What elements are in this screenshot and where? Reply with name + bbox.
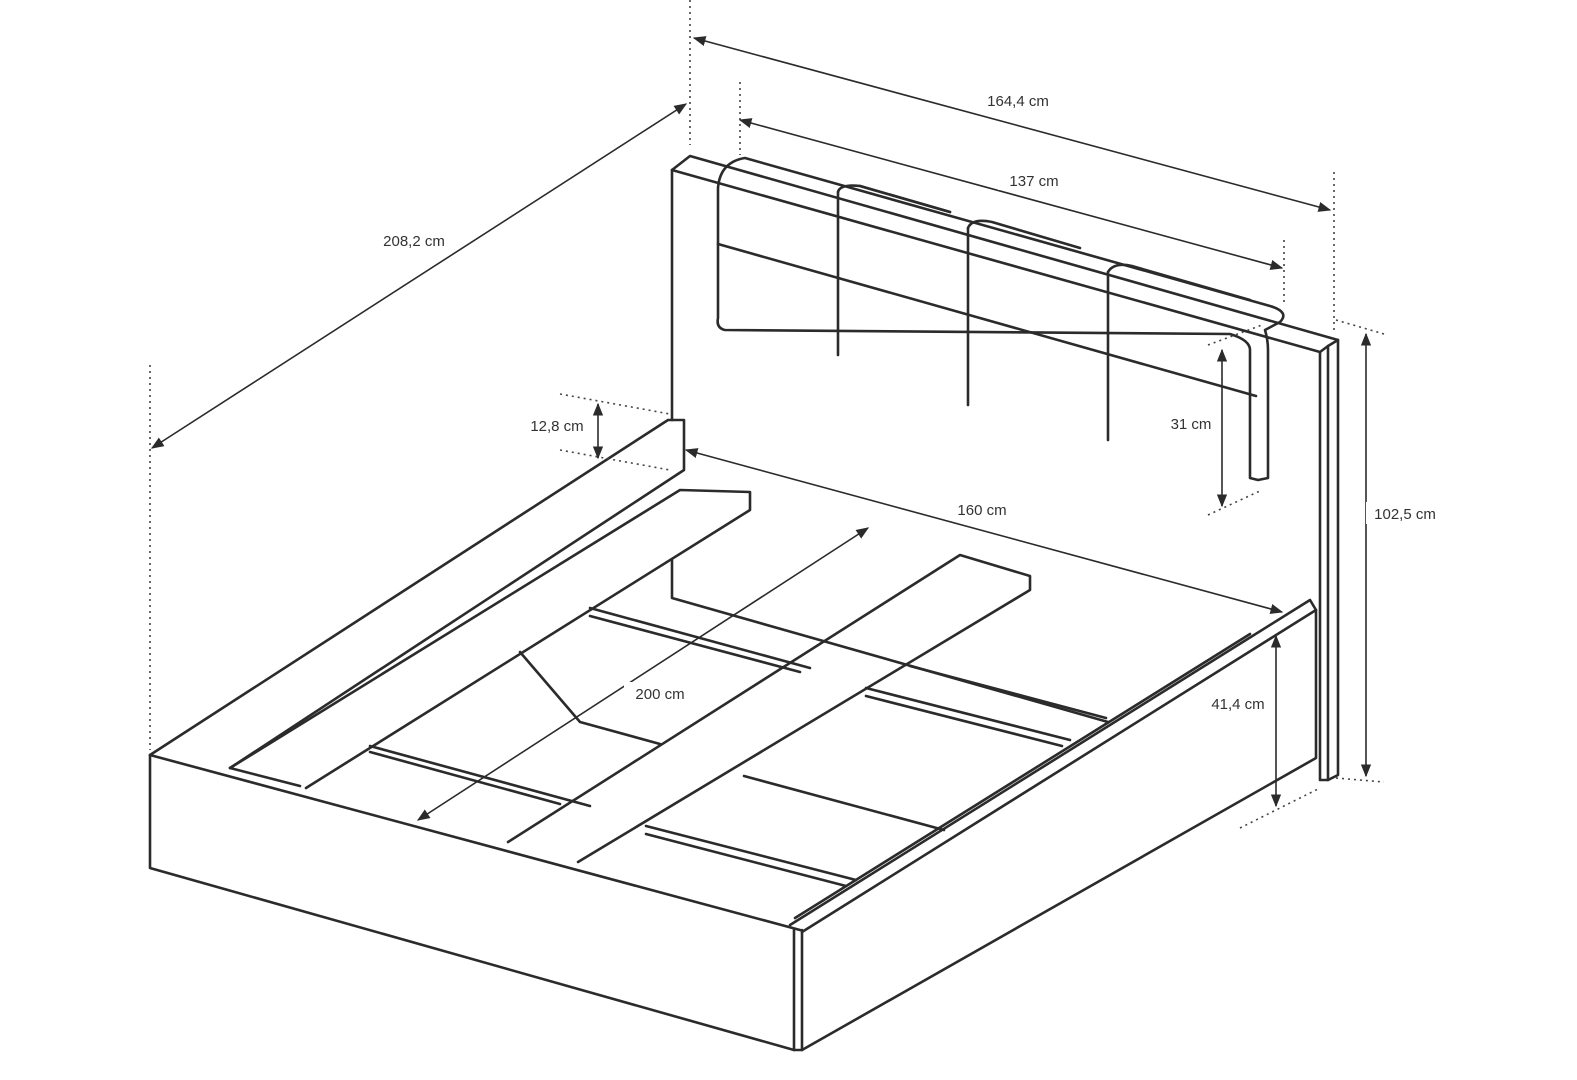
label-headboard-height: 102,5 cm: [1374, 506, 1436, 523]
label-cushion-height: 31 cm: [1171, 416, 1212, 433]
label-overall-width: 164,4 cm: [987, 93, 1049, 110]
arrow-overall-length: [150, 103, 688, 449]
arrow-mattress-width: [684, 448, 1284, 614]
label-frame-height: 41,4 cm: [1211, 696, 1264, 713]
label-overall-length: 208,2 cm: [383, 233, 445, 250]
headboard: [670, 154, 1340, 782]
label-mattress-width: 160 cm: [957, 502, 1006, 519]
arrow-cushion-width: [738, 118, 1284, 270]
bed-frame: [148, 418, 1318, 1052]
label-mattress-length: 200 cm: [635, 686, 684, 703]
dimension-labels: 164,4 cm 137 cm 208,2 cm 12,8 cm 31 cm 1…: [372, 88, 1444, 714]
arrow-mattress-length: [416, 527, 870, 821]
label-headboard-cushion-width: 137 cm: [1009, 173, 1058, 190]
label-rail-height: 12,8 cm: [530, 418, 583, 435]
dimension-arrows: [150, 36, 1372, 821]
